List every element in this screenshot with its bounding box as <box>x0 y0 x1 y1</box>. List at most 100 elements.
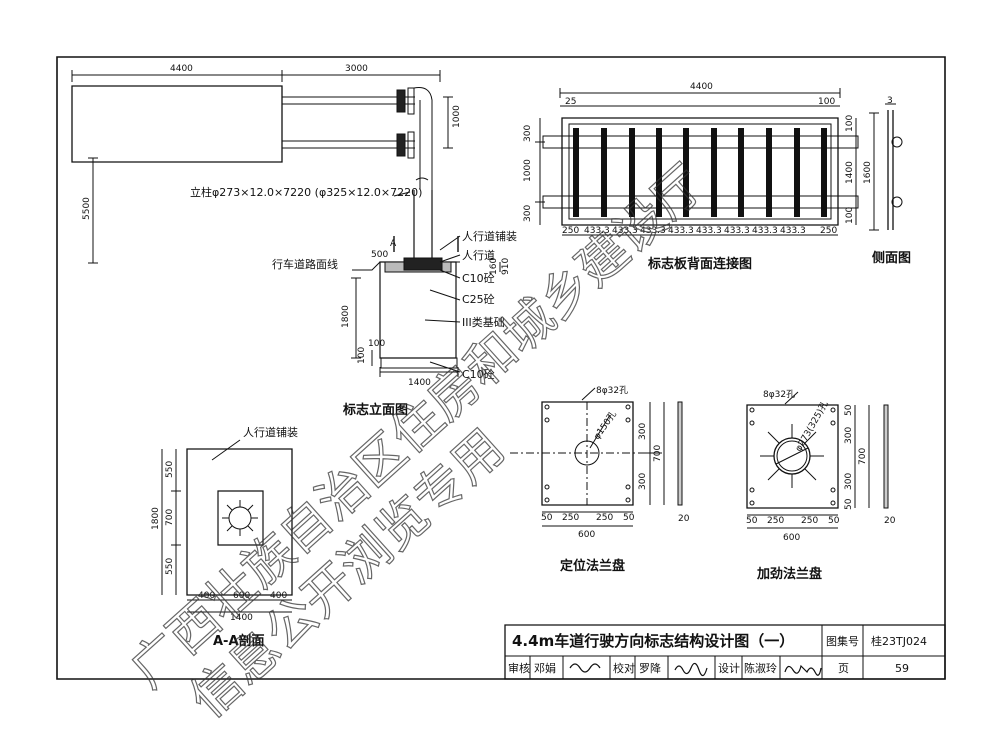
base3-label: III类基础 <box>462 315 505 329</box>
back-dim-300b: 300 <box>523 205 533 222</box>
back-span-250b: 250 <box>820 226 837 236</box>
dim-910: 910 <box>501 258 511 275</box>
section-aa <box>162 440 292 612</box>
back-dim-total: 4400 <box>690 82 713 92</box>
pos-dim-250b: 250 <box>596 513 613 523</box>
back-dim-left: 25 <box>565 97 576 107</box>
dim-160: 160 <box>489 258 499 275</box>
back-dim-1400: 1400 <box>845 161 855 184</box>
stiff-dim-300b: 300 <box>844 473 854 490</box>
title-block-text: 4.4m车道行驶方向标志结构设计图（一） 图集号 桂23TJ024 审核 邓娟 … <box>508 632 927 675</box>
review-label: 审核 <box>508 661 530 675</box>
sign-elevation <box>72 70 500 377</box>
pos-dim-300b: 300 <box>638 473 648 490</box>
back-dim-right: 100 <box>818 97 835 107</box>
stiff-holes-label: 8φ32孔 <box>763 389 795 400</box>
check-label: 校对 <box>613 661 635 675</box>
side-dim-3: 3 <box>887 96 893 106</box>
stiff-dim-700: 700 <box>858 448 868 465</box>
dim-4400: 4400 <box>170 64 193 74</box>
stiff-dim-50b: 50 <box>844 498 854 510</box>
elevation-title: 标志立面图 <box>342 402 408 418</box>
page-number: 59 <box>895 662 909 675</box>
aa-dim-1400: 1400 <box>230 613 253 623</box>
designer-name: 陈淑玲 <box>744 661 777 675</box>
positioning-flange <box>510 388 682 526</box>
aa-dim-1800: 1800 <box>151 507 161 530</box>
board-outline <box>562 118 838 225</box>
back-dim-300a: 300 <box>523 125 533 142</box>
back-span-250a: 250 <box>562 226 579 236</box>
section-mark-a: A <box>390 239 397 249</box>
back-span-6: 433.3 <box>724 226 750 236</box>
sidewalk-paving-label: 人行道铺装 <box>462 229 517 243</box>
stiffened-flange <box>747 392 888 528</box>
pos-hole-label: φ150孔 <box>591 409 618 442</box>
back-span-2: 433.3 <box>612 226 638 236</box>
positioning-flange-title: 定位法兰盘 <box>559 558 625 574</box>
back-span-5: 433.3 <box>696 226 722 236</box>
reviewer-name: 邓娟 <box>534 661 556 675</box>
stiff-dim-250a: 250 <box>767 516 784 526</box>
dim-100b: 100 <box>357 347 367 364</box>
sheet-border <box>57 57 945 679</box>
aa-dim-550a: 550 <box>165 461 175 478</box>
back-dim-1000: 1000 <box>523 159 533 182</box>
watermark-line-1: 广西壮族自治区住房和城乡建设厅 <box>119 154 715 699</box>
pos-dim-50a: 50 <box>541 513 553 523</box>
stiff-hole-label: φ273(325)孔 <box>793 399 831 453</box>
aa-dim-400b: 400 <box>270 591 287 601</box>
dim-1400: 1400 <box>408 378 431 388</box>
back-view-text: 4400 25 100 300 1000 300 100 1400 100 16… <box>523 82 873 272</box>
back-dim-100b: 100 <box>845 207 855 224</box>
aa-dim-700: 700 <box>165 509 175 526</box>
pos-holes-label: 8φ32孔 <box>596 385 628 396</box>
back-dim-100a: 100 <box>845 115 855 132</box>
side-view-title: 侧面图 <box>872 250 911 266</box>
board-back-view <box>535 88 879 235</box>
stiffened-flange-text: 8φ32孔 φ273(325)孔 50 300 700 300 50 50 25… <box>746 389 896 582</box>
positioning-flange-text: 8φ32孔 φ150孔 300 700 300 50 250 250 50 60… <box>541 385 690 574</box>
aa-dim-600: 600 <box>233 591 250 601</box>
back-view-title: 标志板背面连接图 <box>647 256 752 272</box>
post-label: 立柱φ273×12.0×7220 (φ325×12.0×7220) <box>190 185 422 199</box>
title-block <box>505 625 945 679</box>
pos-dim-300a: 300 <box>638 423 648 440</box>
dim-3000: 3000 <box>345 64 368 74</box>
drawing-title: 4.4m车道行驶方向标志结构设计图（一） <box>512 632 794 650</box>
c10-bottom-label: C10砼 <box>462 368 495 381</box>
checker-name: 罗降 <box>639 661 661 675</box>
dim-1000: 1000 <box>452 105 462 128</box>
c25-label: C25砼 <box>462 293 495 306</box>
back-span-4: 433.3 <box>668 226 694 236</box>
stiffened-flange-title: 加劲法兰盘 <box>756 566 822 582</box>
back-span-7: 433.3 <box>752 226 778 236</box>
back-span-8: 433.3 <box>780 226 806 236</box>
signature-marks <box>570 663 821 675</box>
aa-paving-label: 人行道铺装 <box>243 425 298 439</box>
stiff-dim-600: 600 <box>783 533 800 543</box>
dim-100a: 100 <box>368 339 385 349</box>
atlas-label: 图集号 <box>826 634 859 648</box>
stiff-dim-20: 20 <box>884 516 896 526</box>
pos-dim-700: 700 <box>653 445 663 462</box>
stiff-dim-50a: 50 <box>844 404 854 416</box>
pos-dim-600: 600 <box>578 530 595 540</box>
section-aa-text: 人行道铺装 550 700 550 1800 400 600 400 1400 … <box>151 425 298 649</box>
pos-dim-20: 20 <box>678 514 690 524</box>
pos-dim-50b: 50 <box>623 513 635 523</box>
road-line-label: 行车道路面线 <box>272 257 338 271</box>
stiff-dim-300a: 300 <box>844 427 854 444</box>
sidewalk-label: 人行道 <box>462 248 495 262</box>
atlas-number: 桂23TJ024 <box>871 634 927 648</box>
section-aa-title: A-A剖面 <box>213 633 265 649</box>
back-span-1: 433.3 <box>584 226 610 236</box>
side-view <box>885 104 902 230</box>
aa-dim-550b: 550 <box>165 558 175 575</box>
back-dim-1600: 1600 <box>863 161 873 184</box>
page-label: 页 <box>838 662 849 675</box>
pos-dim-250a: 250 <box>562 513 579 523</box>
dim-5500: 5500 <box>82 197 92 220</box>
stiff-dim-250b: 250 <box>801 516 818 526</box>
